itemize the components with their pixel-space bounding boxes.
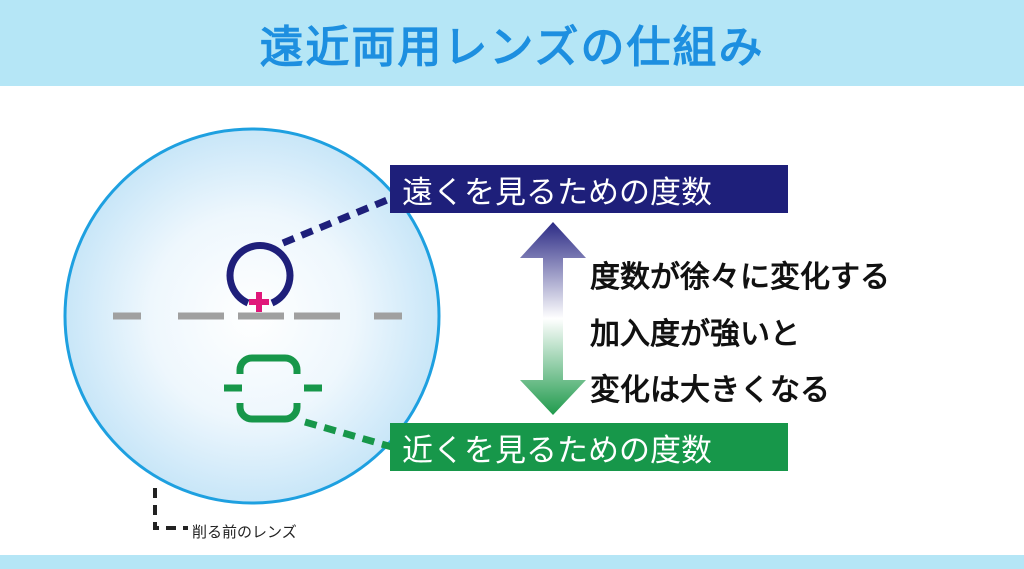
- description-line-2: 加入度が強いと: [590, 317, 800, 352]
- description-line-1: 度数が徐々に変化する: [590, 260, 890, 295]
- gradient-double-arrow: [520, 222, 586, 415]
- near-point-bracket-icon: [224, 354, 322, 423]
- far-point-circle-icon: [226, 242, 294, 307]
- page-title: 遠近両用レンズの仕組み: [259, 22, 765, 73]
- near-vision-label: 近くを見るための度数: [390, 423, 788, 471]
- lens-note: 削る前のレンズ: [192, 523, 297, 541]
- far-vision-label: 遠くを見るための度数: [390, 165, 788, 213]
- footer-band: [0, 555, 1024, 569]
- fitting-cross-icon: [249, 292, 269, 312]
- near-leader-line: [304, 418, 393, 451]
- header-band: 遠近両用レンズの仕組み: [0, 0, 1024, 86]
- description-line-3: 変化は大きくなる: [590, 373, 830, 408]
- lens-note-bracket: [153, 488, 188, 530]
